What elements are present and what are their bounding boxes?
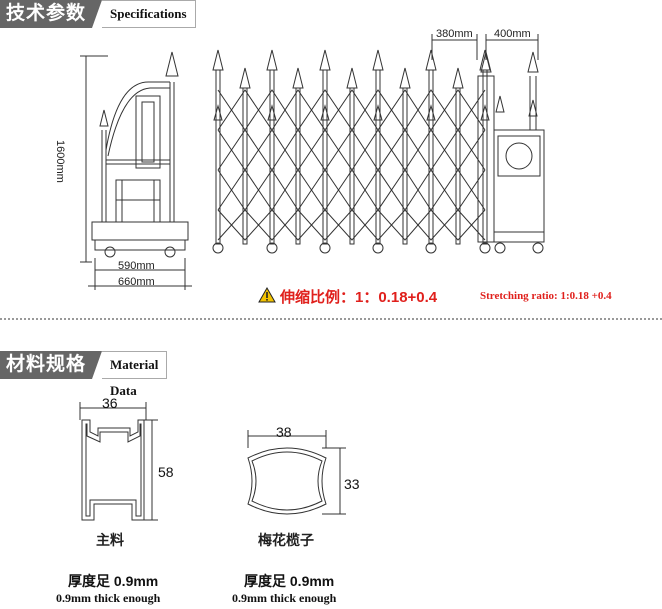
gate-post	[269, 69, 275, 245]
gate-post	[428, 69, 434, 245]
post-spacing-label: 380mm	[436, 28, 473, 40]
gate-post	[375, 69, 381, 245]
specs-title-cn: 技术参数	[0, 0, 92, 28]
head-width-label: 400mm	[494, 28, 531, 40]
gate-finial	[346, 67, 358, 89]
profile-plum-thickness-cn: 厚度足 0.9mm	[244, 573, 335, 589]
header-divider-shape	[92, 0, 102, 28]
profile-main-thickness-cn: 厚度足 0.9mm	[68, 573, 159, 589]
gate-finial	[452, 67, 464, 89]
header-divider-shape	[92, 351, 102, 379]
gate-post	[242, 87, 248, 245]
gate-post	[349, 87, 355, 245]
gate-post	[482, 69, 488, 245]
profile-plum-height: 33	[344, 476, 360, 492]
gate-finial	[239, 67, 251, 89]
profile-main-width: 36	[102, 395, 118, 411]
base-outer-width-label: 660mm	[118, 276, 155, 288]
material-title-cn: 材料规格	[0, 351, 92, 379]
gate-finial	[425, 49, 437, 71]
gate-post	[295, 87, 301, 245]
profile-main-thickness-en: 0.9mm thick enough	[56, 591, 161, 605]
profile-plum-name: 梅花榄子	[258, 532, 314, 548]
gate-finial	[320, 104, 330, 121]
section-divider	[0, 318, 662, 320]
profile-plum-thickness-en: 0.9mm thick enough	[232, 591, 337, 605]
gate-finial	[266, 49, 278, 71]
warning-triangle-icon	[258, 287, 276, 303]
base-inner-width-label: 590mm	[118, 260, 155, 272]
gate-finial	[292, 67, 304, 89]
material-title-en: Material Data	[102, 351, 168, 398]
gate-finial	[213, 104, 223, 121]
gate-finial	[319, 49, 331, 71]
gate-finial	[426, 104, 436, 121]
gate-height-label: 1600mm	[54, 140, 66, 183]
gate-post	[402, 87, 408, 245]
stretch-ratio-cn: 伸缩比例：1：0.18+0.4	[280, 289, 438, 306]
profile-main-height: 58	[158, 464, 174, 480]
profile-main-name: 主料	[96, 532, 124, 548]
stretch-ratio-en: Stretching ratio: 1:0.18 +0.4	[480, 290, 612, 302]
gate-drawing	[80, 34, 545, 290]
profile-drawings	[79, 402, 346, 521]
specs-title-en: Specifications	[102, 0, 196, 28]
profile-plum-width: 38	[276, 424, 292, 440]
gate-finial	[399, 67, 411, 89]
gate-finial	[480, 104, 490, 121]
gate-post	[215, 69, 221, 245]
gate-finial	[372, 49, 384, 71]
gate-finial	[212, 49, 224, 71]
gate-post	[455, 87, 461, 245]
gate-finial	[267, 104, 277, 121]
gate-finial	[373, 104, 383, 121]
gate-post	[322, 69, 328, 245]
